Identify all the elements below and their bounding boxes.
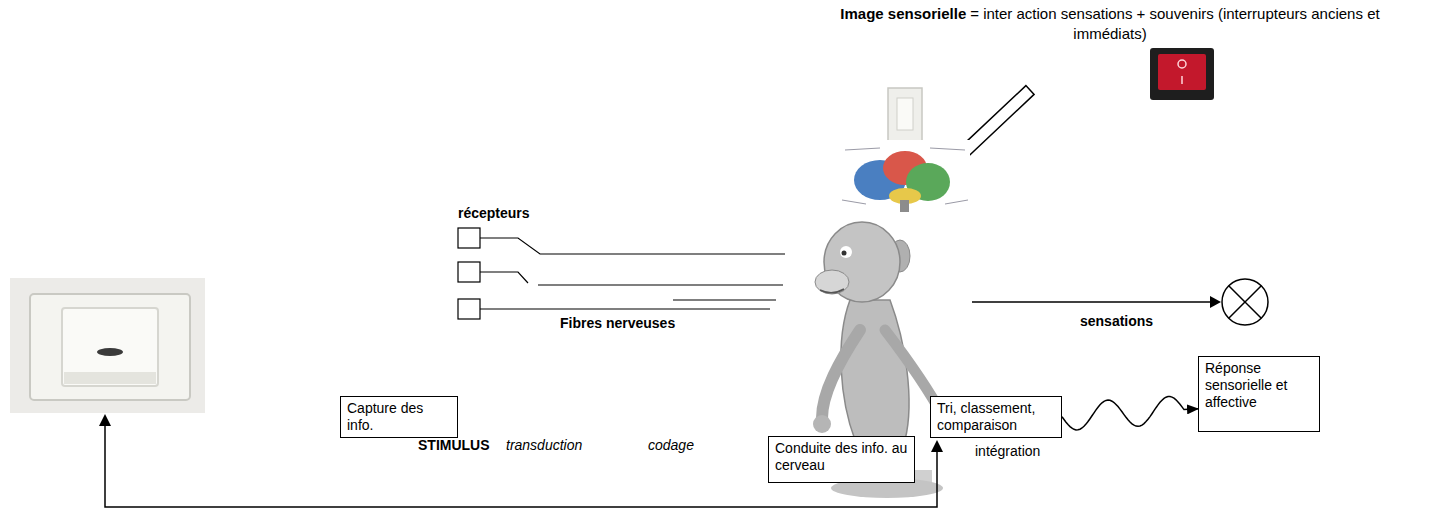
figure-illustration-part — [820, 289, 844, 293]
receptor-fibres-part — [458, 262, 480, 282]
stage-label: codage — [648, 437, 694, 454]
feedback-arrow-part — [931, 440, 943, 452]
switch-photo — [10, 278, 205, 413]
switch-icon-part — [897, 98, 913, 130]
receptor-fibres-part — [458, 228, 480, 248]
sensation-arrow-part — [1210, 296, 1221, 308]
receptor-fibres-part — [480, 238, 785, 254]
lamp-symbol-part — [1229, 286, 1262, 319]
lamp-symbol-part — [1222, 279, 1268, 325]
receptor-fibres-part — [480, 308, 770, 309]
figure-illustration-part — [815, 270, 849, 294]
stage-label: intégration — [975, 443, 1040, 460]
sensation-arrow-part — [972, 301, 1212, 303]
headline: Image sensorielle= inter action sensatio… — [820, 4, 1400, 43]
process-box: Capture des info. — [340, 396, 458, 438]
lamp-symbol-part — [1229, 286, 1262, 319]
part-label: Fibres nerveuses — [560, 315, 675, 332]
part-label: récepteurs — [458, 205, 530, 222]
brain-illustration-part — [842, 200, 866, 204]
signal-label: sensations — [1080, 313, 1153, 330]
switch-photo-part — [97, 348, 123, 356]
stage-label: STIMULUS — [418, 437, 490, 454]
rocker-switch-icon — [1150, 48, 1214, 100]
box-text: Capture des info. — [347, 400, 451, 434]
figure-illustration-part — [813, 415, 831, 433]
feedback-arrow-part — [99, 414, 111, 426]
box-text: Tri, classement, comparaison — [937, 400, 1055, 434]
brain-illustration-part — [930, 148, 965, 150]
rocker-switch-icon-part — [1181, 76, 1183, 84]
feedback-arrow — [99, 414, 943, 507]
wavy-connector — [1062, 397, 1198, 430]
receptor-fibres-part — [673, 299, 776, 300]
receptor-fibres-part — [480, 272, 528, 283]
figure-illustration-part — [840, 246, 852, 258]
lamp-symbol — [1222, 279, 1268, 325]
switch-photo-part — [30, 294, 190, 400]
rocker-switch-icon-part — [1178, 60, 1186, 68]
rocker-switch-icon-part — [1150, 48, 1214, 100]
figure-illustration-part — [842, 251, 847, 256]
switch-photo-part — [64, 372, 156, 384]
headline-text: = inter action sensations + souvenirs (i… — [970, 5, 1379, 42]
figure-illustration-part — [841, 300, 909, 440]
switch-icon-part — [888, 88, 922, 148]
receptor-fibres — [458, 228, 785, 319]
brain-illustration — [838, 140, 970, 212]
brain-illustration-part — [900, 200, 909, 212]
switch-photo-part — [10, 278, 205, 413]
box-text: Conduite des info. au cerveau — [775, 440, 908, 474]
process-box: Conduite des info. au cerveau — [768, 436, 915, 483]
rocker-switch-icon-part — [1158, 54, 1206, 90]
brain-illustration-part — [945, 200, 968, 204]
receptor-fibres-part — [538, 284, 783, 285]
sensation-arrow — [972, 296, 1221, 308]
box-text: Réponse sensorielle et affective — [1205, 360, 1313, 410]
title-text: Image sensorielle — [840, 5, 966, 22]
brain-illustration-part — [845, 148, 880, 150]
receptor-fibres-part — [458, 299, 480, 319]
figure-illustration-part — [822, 330, 860, 418]
process-box: Tri, classement, comparaison — [930, 396, 1062, 438]
stage-label: transduction — [506, 437, 582, 454]
switch-photo-part — [62, 308, 158, 386]
brain-illustration-part — [838, 140, 970, 212]
process-box: Réponse sensorielle et affective — [1198, 356, 1320, 432]
feedback-arrow-part — [105, 426, 937, 507]
